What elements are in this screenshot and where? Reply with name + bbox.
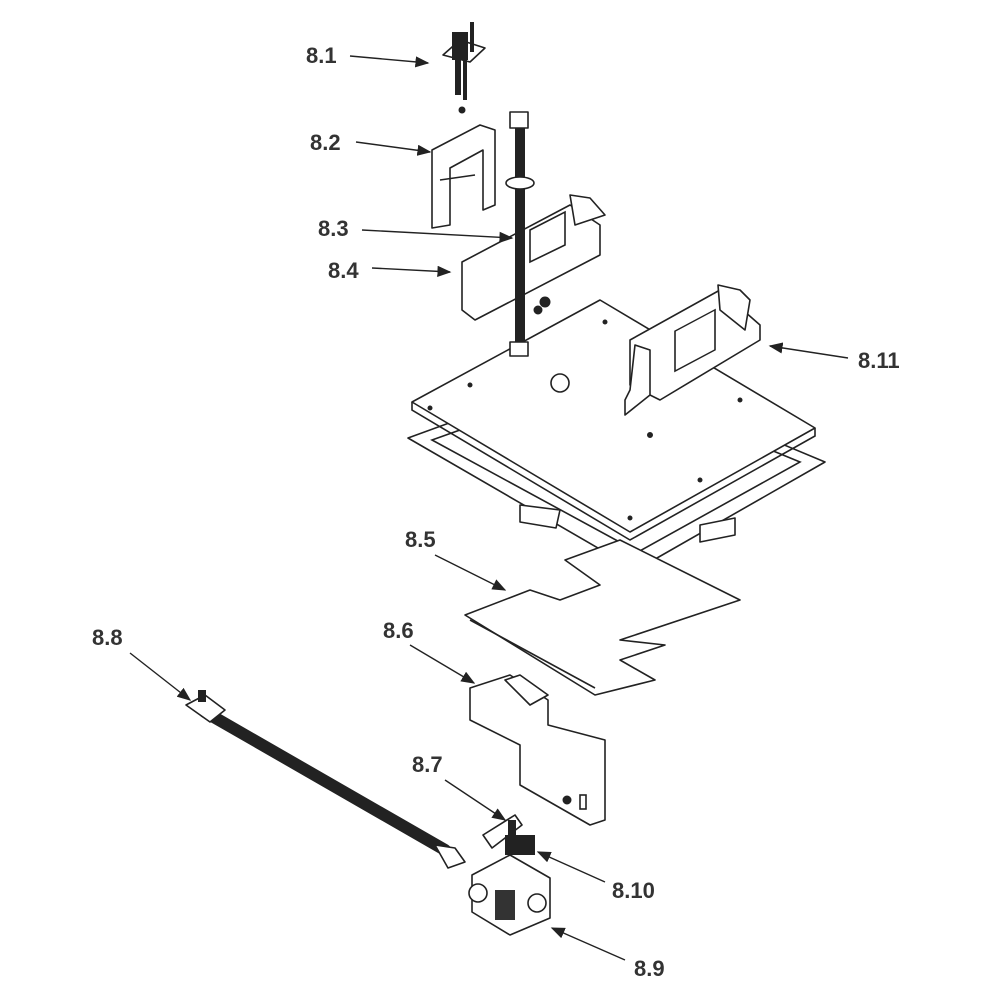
part-8-11-bracket xyxy=(624,284,761,416)
callout-8-5: 8.5 xyxy=(405,527,436,552)
part-8-8-flex-hose xyxy=(185,690,466,869)
arrow-8-6 xyxy=(409,644,476,684)
callout-8-3: 8.3 xyxy=(318,216,349,241)
arrow-8-10 xyxy=(536,851,606,883)
part-8-3-pilot-rod xyxy=(505,111,535,357)
part-8-7-thermocouple xyxy=(482,814,523,849)
callout-8-9: 8.9 xyxy=(634,956,665,981)
part-8-2-shield xyxy=(431,124,496,229)
arrow-8-11 xyxy=(768,342,849,359)
callout-8-7: 8.7 xyxy=(412,752,443,777)
arrow-8-5 xyxy=(434,554,507,591)
arrow-8-8 xyxy=(129,652,192,701)
arrow-8-9 xyxy=(550,927,626,961)
callout-8-11: 8.11 xyxy=(858,348,900,373)
burner-top-plate xyxy=(411,299,816,541)
arrow-8-2 xyxy=(355,141,432,156)
callout-8-8: 8.8 xyxy=(92,625,123,650)
arrow-8-7 xyxy=(444,779,507,821)
arrow-8-4 xyxy=(371,265,452,277)
callout-8-2: 8.2 xyxy=(310,130,341,155)
part-8-10-connector xyxy=(505,835,535,855)
part-8-4-bracket xyxy=(461,194,606,321)
callout-8-4: 8.4 xyxy=(328,258,359,283)
part-8-5-cover-plate xyxy=(464,539,741,696)
arrow-8-3 xyxy=(361,229,514,243)
callout-8-1: 8.1 xyxy=(306,43,337,68)
callout-8-6: 8.6 xyxy=(383,618,414,643)
part-8-9-gas-valve xyxy=(468,854,551,936)
arrow-8-1 xyxy=(349,55,430,68)
part-8-1-pilot-assembly xyxy=(442,22,486,114)
callout-8-10: 8.10 xyxy=(612,878,655,903)
part-8-6-valve-bracket xyxy=(469,674,606,826)
